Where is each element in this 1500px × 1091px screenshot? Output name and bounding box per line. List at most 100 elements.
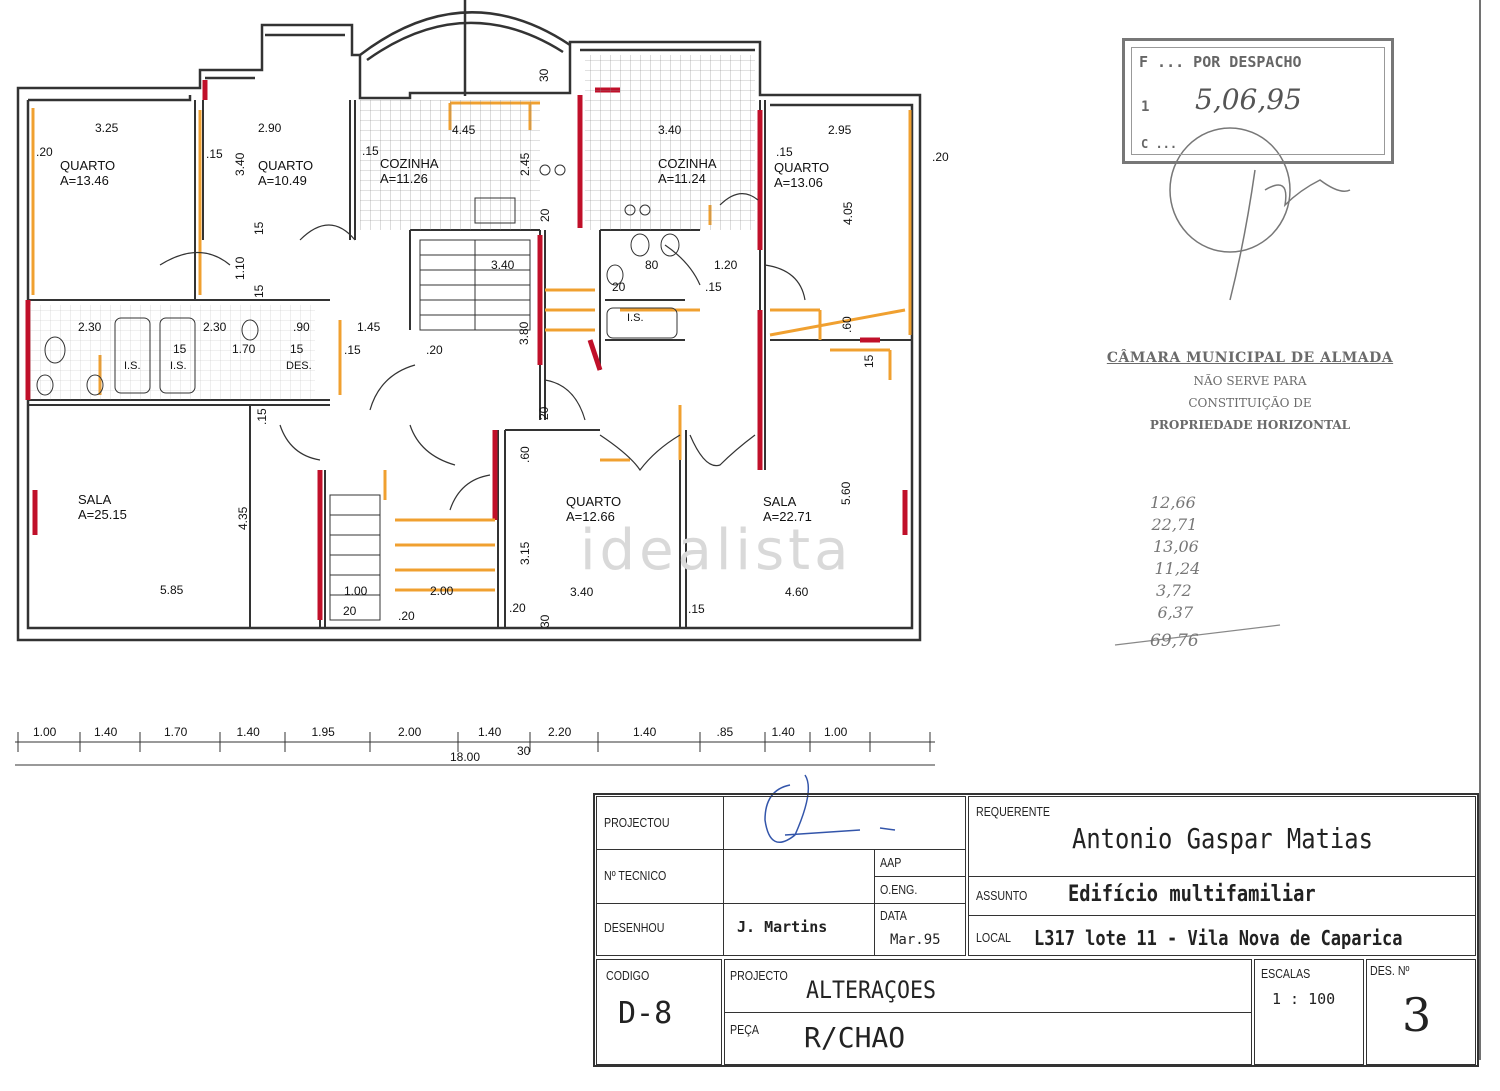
dim-label: 3.40 xyxy=(658,123,682,137)
assunto-label: ASSUNTO xyxy=(976,888,1028,903)
dim-label: 4.45 xyxy=(452,123,476,137)
room-quarto-2: QUARTO A=10.49 xyxy=(258,158,314,188)
sum-line: 12,66 xyxy=(1150,493,1196,512)
dim-label: 2.45 xyxy=(518,152,532,176)
dim-label: .15 xyxy=(362,144,379,158)
desenhou-label: DESENHOU xyxy=(604,920,665,935)
dim-label: 3.40 xyxy=(570,585,594,599)
projecto-label: PROJECTO xyxy=(730,968,788,983)
dim-label: .60 xyxy=(840,316,854,333)
dim-label: 5.85 xyxy=(160,583,184,597)
dim-label: .15 xyxy=(344,343,361,357)
dim-label: 20 xyxy=(612,280,626,294)
sum-line: 22,71 xyxy=(1151,515,1198,534)
dim-label: 3.40 xyxy=(233,152,247,176)
desenhou-value: J. Martins xyxy=(737,918,828,936)
requerente-value: Antonio Gaspar Matias xyxy=(1072,822,1373,855)
sum-line: 3,72 xyxy=(1156,581,1192,600)
data-value: Mar.95 xyxy=(890,932,941,948)
room-is-1: I.S. xyxy=(124,360,141,372)
local-value: L317 lote 11 - Vila Nova de Caparica xyxy=(1034,926,1403,950)
dim-label: .20 xyxy=(36,145,53,159)
dim-label: .15 xyxy=(255,408,269,425)
sum-line: 6,37 xyxy=(1157,603,1194,622)
walls xyxy=(16,0,922,642)
dim-label: .15 xyxy=(206,147,223,161)
dim-segment: 1.40 xyxy=(94,725,118,739)
tecnico-label: Nº TECNICO xyxy=(604,868,667,883)
dim-segment: 1.70 xyxy=(164,725,188,739)
dim-label: 4.60 xyxy=(785,585,809,599)
assunto-value: Edifício multifamiliar xyxy=(1068,882,1316,907)
dim-total: 18.00 xyxy=(450,750,481,764)
dim-label: .20 xyxy=(509,601,526,615)
projectou-signature xyxy=(764,774,896,844)
dim-label: 15 xyxy=(290,342,304,356)
peca-label: PEÇA xyxy=(730,1022,760,1037)
municipal-stamp: CÂMARA MUNICIPAL DE ALMADA NÃO SERVE PAR… xyxy=(1106,350,1394,432)
watermark: idealista xyxy=(580,518,853,583)
fixtures xyxy=(36,164,680,396)
dim-label: 2.90 xyxy=(258,121,282,135)
dim-label: 1.45 xyxy=(357,320,381,334)
dim-label: 30 xyxy=(538,614,552,628)
dim-label: .20 xyxy=(932,150,949,164)
dim-label: .20 xyxy=(398,609,415,623)
dim-label: 4.05 xyxy=(841,201,855,225)
dim-label: .60 xyxy=(518,446,532,463)
room-sala-2: SALA A=22.71 xyxy=(763,494,812,524)
stairs xyxy=(329,239,531,621)
dim-label: 15 xyxy=(862,354,876,368)
title-block xyxy=(593,793,1479,1067)
dim-label: 3.25 xyxy=(95,121,119,135)
escalas-value: 1 : 100 xyxy=(1272,990,1336,1008)
dim-label: .15 xyxy=(776,145,793,159)
dim-segment: 2.20 xyxy=(548,725,572,739)
dim-label: 1.10 xyxy=(233,256,247,280)
red-walls xyxy=(25,80,908,620)
dim-label: .20 xyxy=(426,343,443,357)
room-cozinha-2: COZINHA A=11.24 xyxy=(658,156,717,186)
projectou-label: PROJECTOU xyxy=(604,815,670,830)
dim-segment: 1.40 xyxy=(236,725,260,739)
codigo-label: CODIGO xyxy=(606,968,650,983)
dim-segment: .85 xyxy=(716,725,734,739)
dim-label: .90 xyxy=(293,320,310,334)
des-value: 3 xyxy=(1402,988,1432,1042)
data-label: DATA xyxy=(880,908,907,923)
dim-label: 1.00 xyxy=(344,584,368,598)
handwritten-sum: 12,66 22,71 13,06 11,24 3,72 6,37 69,76 xyxy=(1150,492,1200,652)
dim-label: 1.70 xyxy=(232,342,256,356)
sum-total: 69,76 xyxy=(1150,631,1199,651)
dim-segment: 1.40 xyxy=(478,725,502,739)
projecto-value: ALTERAÇOES xyxy=(806,976,937,1004)
dim-segment: 1.00 xyxy=(33,725,57,739)
dim-label: 2.30 xyxy=(203,320,227,334)
dim-label: 15 xyxy=(252,284,266,298)
dim-sub: 30 xyxy=(517,744,531,758)
escalas-label: ESCALAS xyxy=(1261,966,1311,981)
room-is-2: I.S. xyxy=(170,360,187,372)
dim-label: .15 xyxy=(688,602,705,616)
des-label: DES. Nº xyxy=(1370,963,1410,978)
dim-label: 2.95 xyxy=(828,123,852,137)
dim-label: 15 xyxy=(173,342,187,356)
dim-label: 4.35 xyxy=(236,506,250,530)
dim-label: 2.00 xyxy=(430,584,454,598)
aap-label: AAP xyxy=(880,855,902,870)
codigo-value: D-8 xyxy=(618,996,673,1031)
stamp-date: 5,06,95 xyxy=(1195,83,1302,116)
dim-label: 30 xyxy=(537,68,551,82)
room-quarto-3: QUARTO A=13.06 xyxy=(774,160,830,190)
sum-line: 11,24 xyxy=(1154,559,1201,578)
requerente-label: REQUERENTE xyxy=(976,804,1051,819)
room-sala-1: SALA A=25.15 xyxy=(78,492,127,522)
local-label: LOCAL xyxy=(976,930,1011,945)
dim-label: .15 xyxy=(705,280,722,294)
dim-label: 20 xyxy=(538,208,552,222)
sum-line: 13,06 xyxy=(1153,537,1199,556)
dim-label: 20 xyxy=(343,604,357,618)
dim-label: 1.20 xyxy=(714,258,738,272)
room-des: DES. xyxy=(286,360,312,372)
